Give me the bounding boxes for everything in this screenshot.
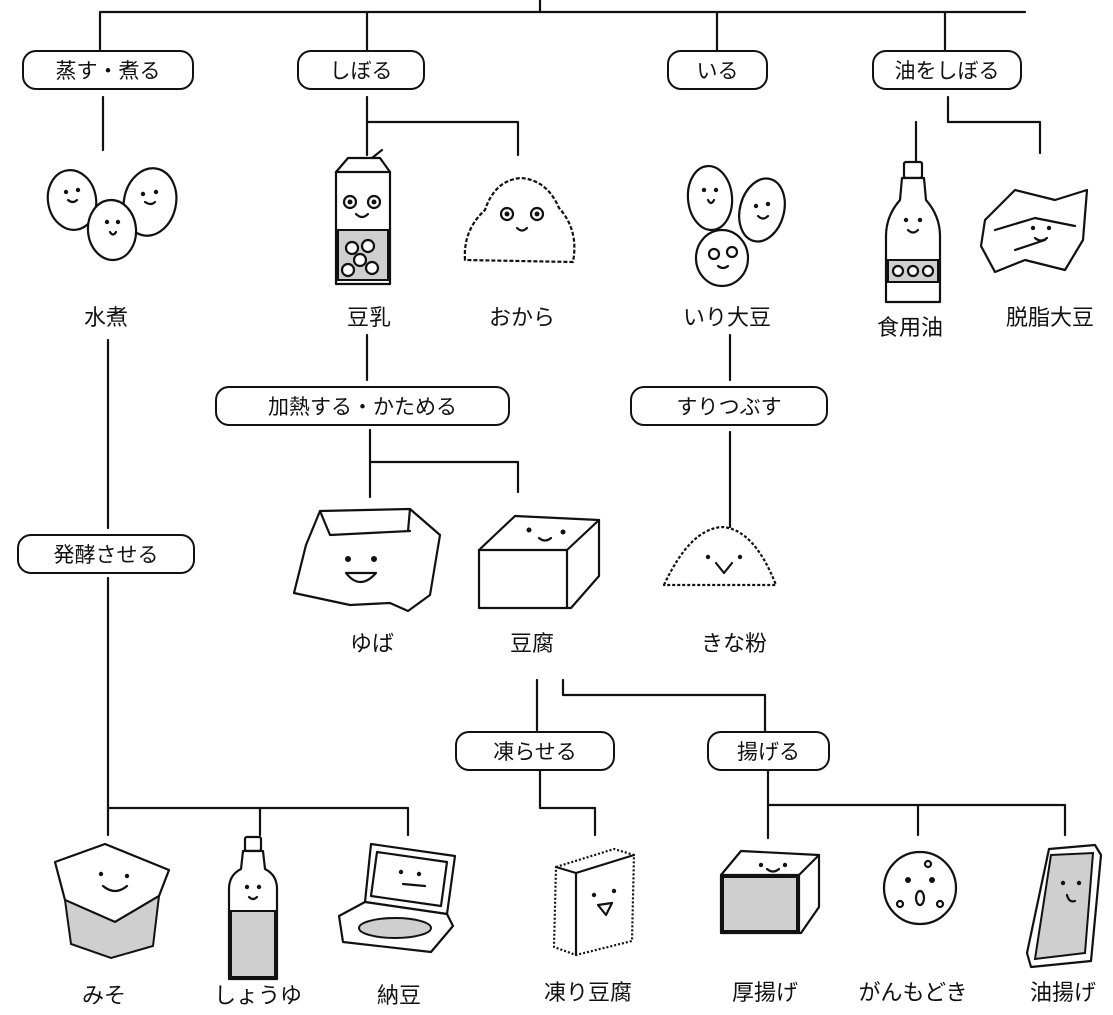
product-soy-milk: 豆乳 bbox=[346, 306, 392, 331]
process-ferment: 発酵させる bbox=[17, 534, 195, 574]
process-label: すりつぶす bbox=[676, 395, 782, 419]
product-miso: みそ bbox=[81, 984, 127, 1009]
tofu-illustration bbox=[475, 510, 605, 610]
process-label: 凍らせる bbox=[493, 740, 577, 764]
defatted-soybeans-illustration bbox=[975, 180, 1095, 280]
product-tofu: 豆腐 bbox=[509, 632, 555, 657]
process-label: 加熱する・かためる bbox=[268, 395, 457, 419]
process-freeze: 凍らせる bbox=[455, 731, 615, 771]
kinako-illustration bbox=[660, 525, 780, 595]
atsuage-illustration bbox=[715, 845, 825, 940]
yuba-illustration bbox=[290, 505, 450, 615]
process-label: 油をしぼる bbox=[894, 59, 1000, 83]
product-ganmodoki: がんもどき bbox=[858, 981, 968, 1006]
process-heat-harden: 加熱する・かためる bbox=[215, 386, 510, 426]
process-label: 発酵させる bbox=[53, 543, 159, 567]
process-label: 揚げる bbox=[737, 740, 800, 764]
process-steam-boil: 蒸す・煮る bbox=[22, 50, 194, 90]
product-okara: おから bbox=[488, 306, 556, 331]
soy-sauce-bottle-illustration bbox=[225, 835, 281, 985]
process-label: しぼる bbox=[329, 59, 393, 83]
frozen-tofu-illustration bbox=[550, 845, 640, 957]
process-fry: 揚げる bbox=[707, 731, 830, 771]
ganmodoki-illustration bbox=[880, 848, 960, 928]
product-natto: 納豆 bbox=[376, 984, 422, 1009]
aburaage-illustration bbox=[1025, 843, 1105, 973]
process-label: 蒸す・煮る bbox=[55, 59, 161, 83]
product-defatted-soybeans: 脱脂大豆 bbox=[1005, 306, 1095, 331]
product-aburaage: 油揚げ bbox=[1029, 981, 1097, 1006]
product-yuba: ゆば bbox=[349, 632, 395, 657]
process-roast: いる bbox=[667, 50, 768, 90]
product-boiled: 水煮 bbox=[83, 306, 129, 331]
product-cooking-oil: 食用油 bbox=[876, 316, 944, 341]
miso-illustration bbox=[45, 840, 175, 960]
cooking-oil-bottle-illustration bbox=[882, 160, 944, 310]
product-kinako: きな粉 bbox=[700, 632, 768, 657]
product-soy-sauce: しょうゆ bbox=[213, 984, 303, 1009]
process-grind: すりつぶす bbox=[630, 386, 828, 426]
natto-illustration bbox=[335, 840, 465, 960]
soy-milk-carton-illustration bbox=[330, 148, 400, 290]
product-roasted-soybeans: いり大豆 bbox=[682, 306, 772, 331]
boiled-beans-illustration bbox=[40, 162, 180, 262]
process-squeeze: しぼる bbox=[297, 50, 425, 90]
product-atsuage: 厚揚げ bbox=[731, 981, 799, 1006]
roasted-beans-illustration bbox=[680, 160, 790, 290]
product-frozen-tofu: 凍り豆腐 bbox=[543, 981, 633, 1006]
okara-illustration bbox=[455, 170, 585, 280]
process-label: いる bbox=[696, 59, 739, 83]
process-squeeze-oil: 油をしぼる bbox=[872, 50, 1022, 90]
